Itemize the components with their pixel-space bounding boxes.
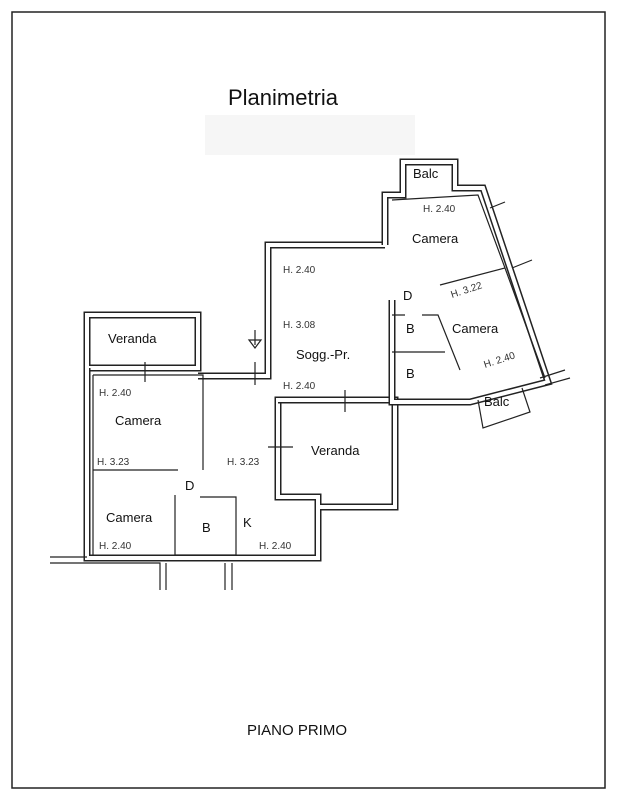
height-label: H. 3.08 — [283, 320, 316, 331]
watermark — [205, 115, 415, 155]
floor-label: PIANO PRIMO — [247, 722, 347, 739]
height-label: H. 3.23 — [97, 457, 130, 468]
room-balcony-top: Balc — [413, 166, 439, 181]
room-bagno-left: B — [202, 520, 211, 535]
plan-title: Planimetria — [228, 85, 339, 110]
height-label: H. 2.40 — [259, 541, 292, 552]
height-label: H. 2.40 — [99, 541, 132, 552]
height-label: H. 2.40 — [99, 388, 132, 399]
page-border — [11, 11, 606, 789]
height-label: H. 2.40 — [483, 350, 517, 371]
room-camera-left-bottom: Camera — [106, 510, 153, 525]
height-label: H. 3.22 — [450, 280, 484, 301]
room-camera-right: Camera — [452, 321, 499, 336]
height-label: H. 2.40 — [283, 381, 316, 392]
walls — [50, 158, 571, 590]
room-kitchen: K — [243, 515, 252, 530]
height-label: H. 3.23 — [227, 457, 260, 468]
room-camera-left-top: Camera — [115, 413, 162, 428]
room-soggiorno: Sogg.-Pr. — [296, 347, 350, 362]
room-veranda-left: Veranda — [108, 331, 157, 346]
height-label: H. 2.40 — [283, 265, 316, 276]
room-veranda-center: Veranda — [311, 443, 360, 458]
room-bagno-right-1: B — [406, 321, 415, 336]
room-camera-right-top: Camera — [412, 231, 459, 246]
room-disimpegno-right: D — [403, 288, 412, 303]
room-disimpegno-left: D — [185, 478, 194, 493]
height-label: H. 2.40 — [423, 204, 456, 215]
room-bagno-right-2: B — [406, 366, 415, 381]
room-balcony-bottom: Balc — [484, 394, 510, 409]
